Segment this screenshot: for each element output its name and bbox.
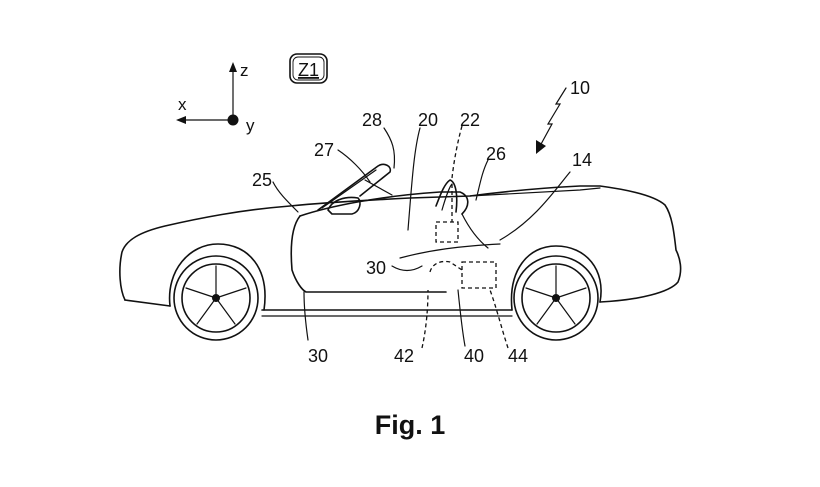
label-27: 27 [314,140,334,160]
label-30-sill: 30 [308,346,328,366]
leader-lines [272,87,571,349]
axis-z-label: z [240,61,249,80]
label-25: 25 [252,170,272,190]
axis-y-label: y [246,116,255,135]
label-42: 42 [394,346,414,366]
label-22: 22 [460,110,480,130]
axis-x-label: x [178,95,187,114]
z1-badge-text: Z1 [298,60,319,80]
label-40: 40 [464,346,484,366]
reference-labels: 10 14 20 22 25 26 27 28 30 30 42 40 44 [252,78,592,366]
z1-badge: Z1 [289,53,328,84]
label-10: 10 [570,78,590,98]
car-drawing [119,163,682,341]
coordinate-axes: z x y [176,61,255,135]
label-20: 20 [418,110,438,130]
label-26: 26 [486,144,506,164]
figure-caption: Fig. 1 [374,410,446,440]
label-14: 14 [572,150,592,170]
label-28: 28 [362,110,382,130]
label-30-door: 30 [366,258,386,278]
label-44: 44 [508,346,528,366]
